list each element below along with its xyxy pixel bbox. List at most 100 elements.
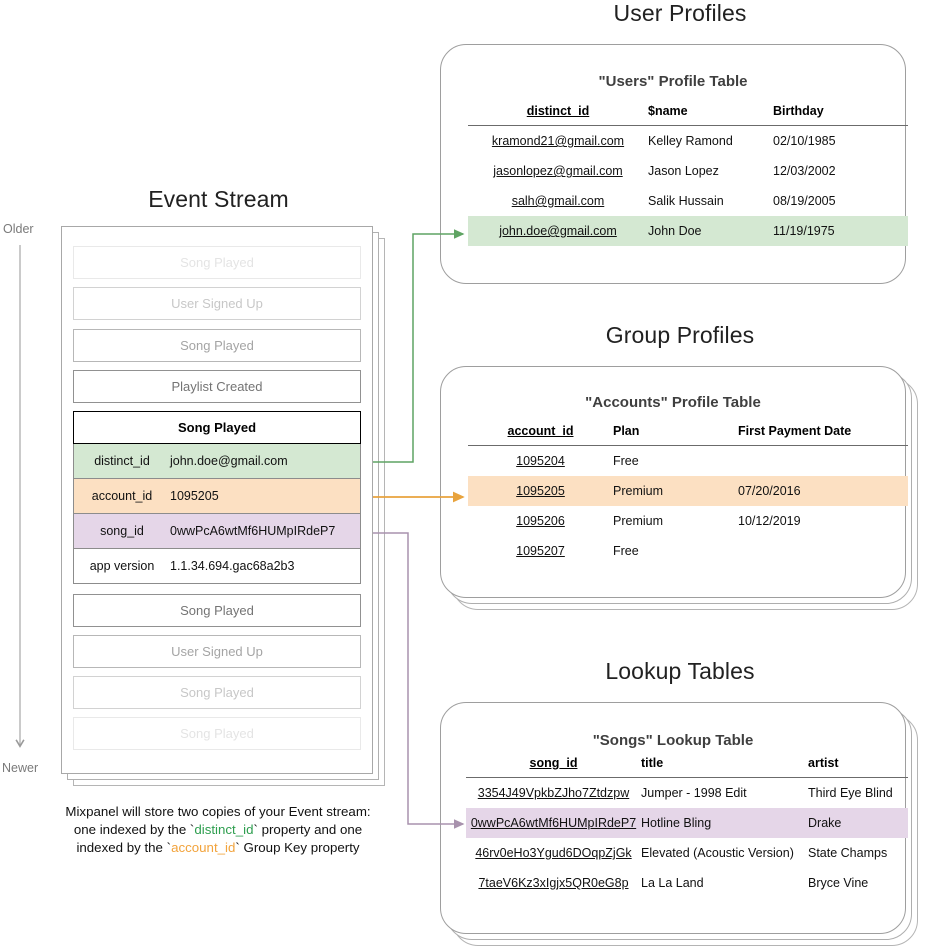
section-title-lookup-tables: Lookup Tables [605, 658, 755, 684]
event-stream-item[interactable]: Song Played [73, 328, 361, 362]
songs-cell-2: Third Eye Blind [808, 786, 893, 800]
users-cell-2: 11/19/1975 [773, 216, 908, 246]
songs-table: song_id title artist 3354J49VpkbZJho7Ztd… [466, 756, 908, 898]
accounts-key-value: 1095206 [516, 514, 565, 528]
event-stream-item-label: User Signed Up [171, 296, 263, 312]
event-property-value: 1.1.34.694.gac68a2b3 [170, 559, 295, 574]
accounts-cell-2: 10/12/2019 [738, 514, 801, 528]
accounts-col-account-id: account_id [507, 424, 574, 438]
songs-cell-2: Bryce Vine [808, 876, 869, 890]
users-table-header-row: distinct_id $name Birthday [468, 104, 908, 126]
users-key-value: kramond21@gmail.com [491, 134, 625, 148]
diagram-caption: Mixpanel will store two copies of your E… [38, 803, 398, 857]
songs-key-value: 46rv0eHo3Ygud6DOqpZjGk [475, 846, 632, 860]
songs-key-value: 7taeV6Kz3xIgjx5QR0eG8p [478, 876, 629, 890]
event-property-key: account_id [91, 489, 153, 504]
songs-cell-2: State Champs [808, 846, 888, 860]
table-row[interactable]: 46rv0eHo3Ygud6DOqpZjGk Elevated (Acoustic… [466, 838, 908, 868]
songs-cell-key: 0wwPcA6wtMf6HUMpIRdeP7 [466, 808, 641, 838]
event-property-row[interactable]: song_id 0wwPcA6wtMf6HUMpIRdeP7 [73, 514, 361, 550]
songs-cell-key: 3354J49VpkbZJho7Ztdzpw [466, 778, 641, 809]
users-cell-key: kramond21@gmail.com [468, 126, 648, 157]
section-title-user-profiles: User Profiles [613, 0, 747, 26]
accounts-col-first-payment-date: First Payment Date [738, 424, 852, 438]
users-cell-1: Jason Lopez [648, 164, 719, 178]
songs-col-artist: artist [808, 756, 839, 770]
songs-cell-key: 46rv0eHo3Ygud6DOqpZjGk [466, 838, 641, 868]
accounts-table-header-row: account_id Plan First Payment Date [468, 424, 908, 446]
accounts-cell-1: Free [613, 544, 639, 558]
songs-cell-1: La La Land [641, 876, 704, 890]
event-stream-item-label: Song Played [180, 337, 254, 353]
users-cell-2: 08/19/2005 [773, 194, 836, 208]
songs-key-value: 0wwPcA6wtMf6HUMpIRdeP7 [470, 816, 637, 830]
accounts-cell-1: Premium [613, 476, 738, 506]
event-stream-item[interactable]: Playlist Created [73, 369, 361, 403]
timeline-label-newer: Newer [2, 761, 39, 775]
event-property-row[interactable]: account_id 1095205 [73, 479, 361, 515]
table-row[interactable]: 1095206 Premium 10/12/2019 [468, 506, 908, 536]
songs-cell-1: Elevated (Acoustic Version) [641, 846, 794, 860]
accounts-table-title: "Accounts" Profile Table [585, 394, 761, 411]
accounts-cell-key: 1095206 [468, 506, 613, 536]
selected-event-name: Song Played [177, 420, 257, 436]
accounts-cell-key: 1095207 [468, 536, 613, 566]
event-stream-item[interactable]: User Signed Up [73, 287, 361, 321]
section-title-group-profiles: Group Profiles [605, 322, 755, 348]
users-cell-1: Kelley Ramond [648, 134, 733, 148]
event-stream-item[interactable]: Song Played [73, 717, 361, 751]
event-stream-item[interactable]: Song Played [73, 593, 361, 627]
users-key-value: jasonlopez@gmail.com [493, 164, 623, 178]
table-row[interactable]: 7taeV6Kz3xIgjx5QR0eG8p La La Land Bryce Vi… [466, 868, 908, 898]
timeline-label-older: Older [3, 222, 34, 236]
songs-cell-2: Drake [808, 808, 908, 838]
accounts-cell-key: 1095205 [468, 476, 613, 506]
accounts-key-value: 1095204 [516, 454, 565, 468]
event-stream-item[interactable]: Song Played [73, 676, 361, 710]
table-row[interactable]: jasonlopez@gmail.com Jason Lopez 12/03/200… [468, 156, 908, 186]
section-title-event-stream: Event Stream [148, 186, 289, 212]
event-property-value: 1095205 [170, 489, 219, 504]
accounts-cell-key: 1095204 [468, 446, 613, 477]
users-col-name: $name [648, 104, 688, 118]
users-key-value: john.doe@gmail.com [499, 224, 617, 238]
accounts-cell-2: 07/20/2016 [738, 476, 908, 506]
event-stream-item-label: Song Played [180, 726, 254, 742]
users-table-title: "Users" Profile Table [598, 73, 748, 90]
users-cell-key: salh@gmail.com [468, 186, 648, 216]
caption-account-id-token: account_id [171, 840, 236, 855]
event-stream-item-label: Song Played [180, 255, 254, 270]
users-table: distinct_id $name Birthday kramond21@gma… [468, 104, 908, 246]
selected-event-header[interactable]: Song Played [73, 411, 361, 445]
event-property-key: app version [89, 559, 155, 574]
event-property-value: 0wwPcA6wtMf6HUMpIRdeP7 [170, 524, 336, 539]
event-property-key: song_id [100, 524, 144, 539]
accounts-cell-1: Premium [613, 514, 664, 528]
users-cell-key: jasonlopez@gmail.com [468, 156, 648, 186]
caption-line-1: Mixpanel will store two copies of your E… [65, 804, 371, 819]
caption-line-3: indexed by the `account_id` Group Key pr… [76, 840, 360, 855]
accounts-cell-2 [738, 536, 908, 566]
users-cell-1: Salik Hussain [648, 194, 724, 208]
songs-key-value: 3354J49VpkbZJho7Ztdzpw [477, 786, 630, 800]
users-cell-2: 12/03/2002 [773, 164, 836, 178]
event-stream-item[interactable]: Song Played [73, 246, 361, 279]
event-stream-item[interactable]: User Signed Up [73, 634, 361, 668]
songs-cell-1: Hotline Bling [641, 808, 808, 838]
event-property-row[interactable]: app version 1.1.34.694.gac68a2b3 [73, 549, 361, 585]
users-col-distinct-id: distinct_id [526, 104, 590, 118]
event-stream-item-label: User Signed Up [171, 643, 263, 659]
